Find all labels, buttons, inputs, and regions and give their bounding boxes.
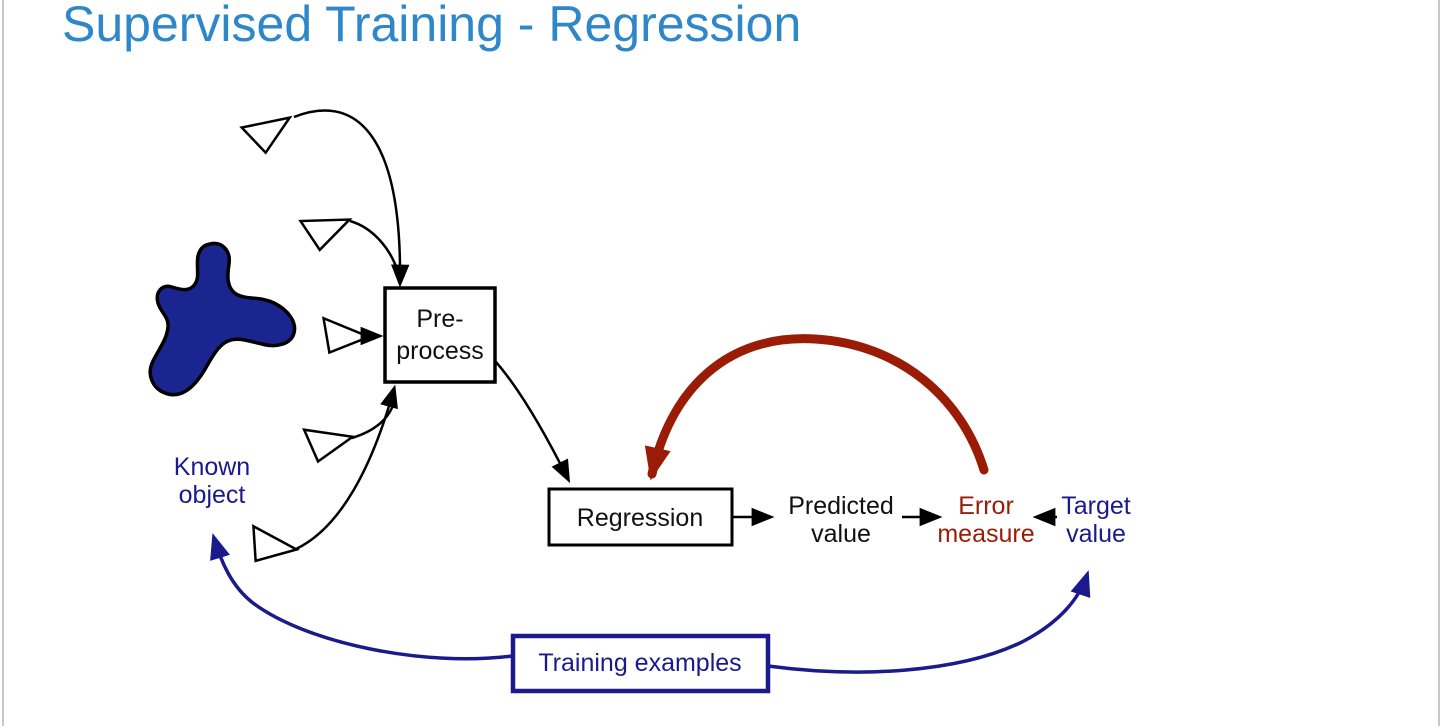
sensor-arrow-1 (293, 109, 410, 288)
target-value-label-line2: value (1066, 520, 1126, 548)
training-examples-label: Training examples (538, 649, 741, 677)
sensor-cone-icon-4 (302, 428, 356, 464)
error-feedback-arc-arrow (644, 334, 989, 481)
error-measure-label-line2: measure (937, 520, 1034, 548)
known-object-label-line2: object (179, 481, 246, 509)
regression-box (547, 487, 734, 547)
training-to-known-object-arrow (210, 533, 513, 661)
sensor-cone-icon-5 (252, 524, 300, 563)
error-measure-label-line1: Error (958, 492, 1014, 520)
preprocess-box (383, 286, 497, 384)
training-to-target-value-arrow (767, 570, 1091, 674)
sensor-arrow-2 (349, 219, 400, 273)
predicted-value-label-line2: value (811, 520, 871, 548)
slide-right-border (1438, 0, 1440, 726)
target-value-label-line1: Target (1061, 492, 1131, 520)
preprocess-label-line1: Pre- (416, 305, 463, 333)
known-object-label-line1: Known (174, 453, 250, 481)
slide-left-border (2, 0, 4, 726)
sensor-arrow-5 (295, 384, 398, 551)
sensor-cone-icon-3 (321, 316, 373, 355)
sensor-cone-icon-2 (298, 218, 353, 252)
predicted-value-label-line1: Predicted (788, 492, 894, 520)
sensor-cone-icon-1 (239, 115, 293, 155)
preprocess-label-line2: process (396, 337, 484, 365)
regression-label: Regression (577, 504, 703, 532)
known-object-blob (148, 241, 297, 397)
preprocess-to-regression-arrow (495, 361, 571, 484)
slide-title: Supervised Training - Regression (62, 0, 802, 52)
training-examples-box (510, 633, 771, 694)
